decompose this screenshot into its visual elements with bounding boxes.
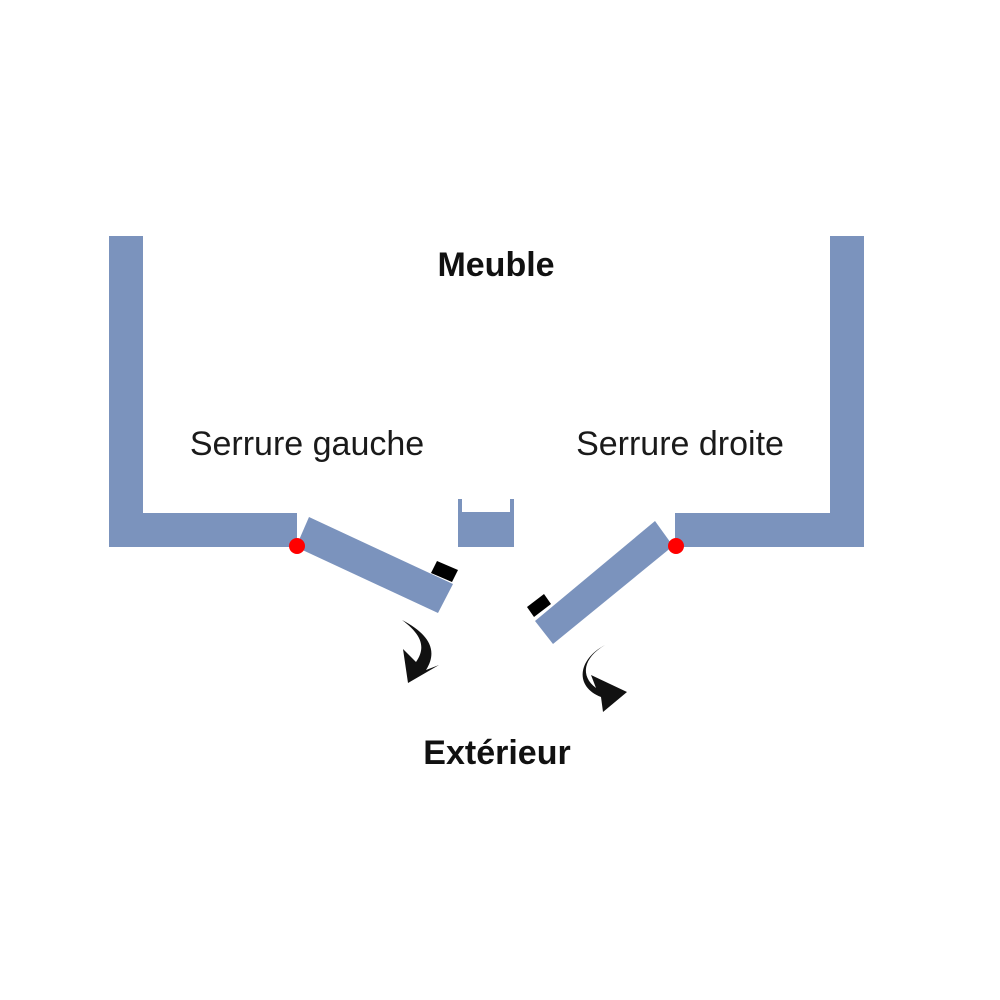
center-striker	[458, 499, 514, 547]
cabinet-left-base	[109, 513, 297, 547]
cabinet-frame-right	[675, 236, 864, 547]
cabinet-right-base	[675, 513, 864, 547]
left-door	[289, 517, 458, 613]
hinge-dot-icon	[289, 538, 305, 554]
hinge-dot-icon	[668, 538, 684, 554]
label-meuble: Meuble	[437, 246, 554, 284]
label-exterieur: Extérieur	[423, 734, 570, 772]
lock-block-icon	[431, 561, 458, 582]
center-striker-body	[458, 512, 514, 547]
lock-block-icon	[527, 594, 551, 617]
label-serrure-gauche: Serrure gauche	[190, 425, 424, 463]
curved-arrow-icon	[402, 620, 439, 683]
center-striker-tab-right	[510, 499, 514, 512]
label-serrure-droite: Serrure droite	[576, 425, 784, 463]
curved-arrow-icon	[582, 645, 627, 712]
right-door	[527, 521, 684, 644]
left-door-panel	[296, 517, 453, 613]
cabinet-left-wall	[109, 236, 143, 547]
cabinet-frame-left	[109, 236, 297, 547]
center-striker-tab-left	[458, 499, 462, 512]
cabinet-right-wall	[830, 236, 864, 547]
right-door-panel	[535, 521, 673, 644]
